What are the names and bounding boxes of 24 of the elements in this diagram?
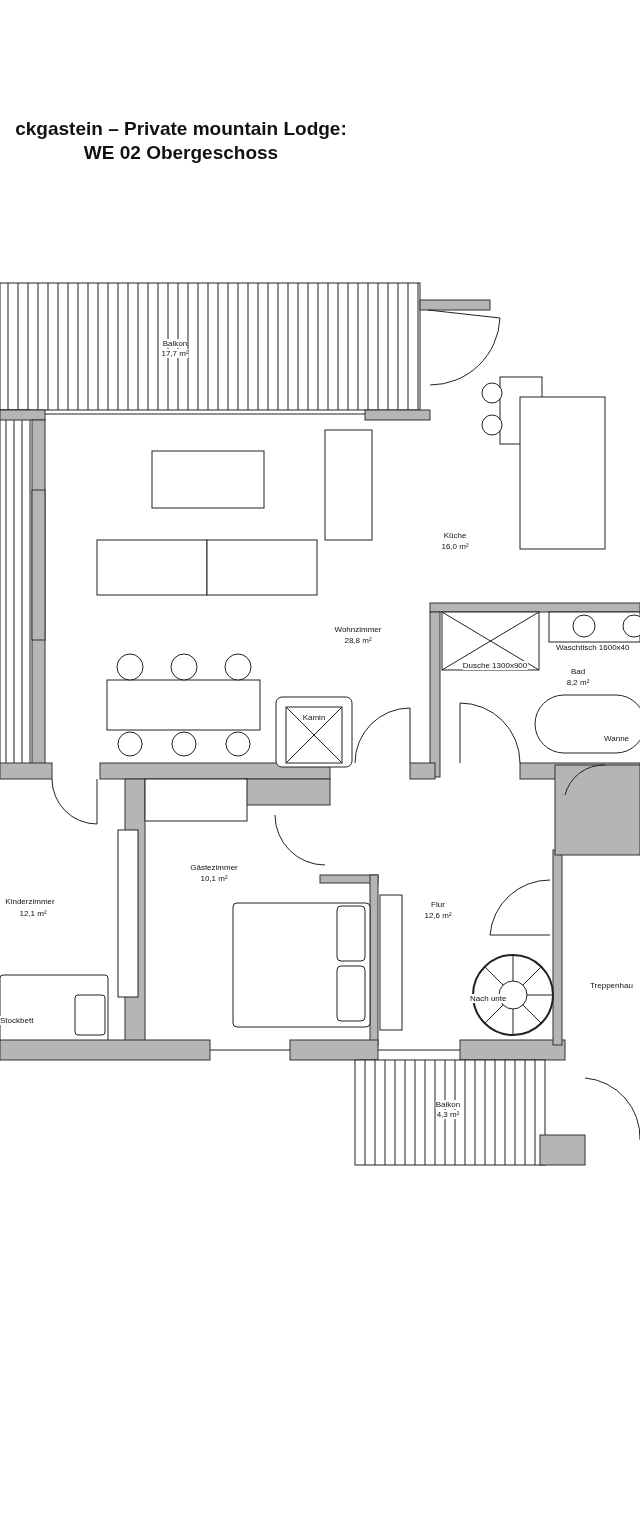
room-name: Bad [570, 667, 586, 676]
room-name: Balkon [162, 339, 188, 348]
area-label: 8,2 m² [566, 678, 590, 687]
room-name: Flur [431, 900, 445, 909]
stair-label: Nach unte [470, 994, 507, 1003]
area-label: 17,7 m² [161, 349, 189, 358]
area-label: 28,8 m² [344, 636, 372, 645]
area-label: 12,1 m² [19, 909, 47, 918]
room-name: Kinderzimmer [5, 897, 55, 906]
fixture-label: Wanne [604, 734, 630, 743]
room-name: Küche [443, 531, 467, 540]
fixture-label: Dusche 1300x900 [462, 661, 528, 670]
plan-title: ckgastein – Private mountain Lodge: WE 02 Obergeschoss [14, 117, 348, 165]
area-label: 16,0 m² [441, 542, 469, 551]
room-name: Treppenhau [590, 981, 633, 990]
room-name: Gästezimmer [190, 863, 238, 872]
area-label: 12,6 m² [424, 911, 452, 920]
area-label: 10,1 m² [200, 874, 228, 883]
room-name: Wohnzimmer [334, 625, 382, 634]
area-label: 4,3 m² [436, 1110, 460, 1119]
fixture-label: Waschtisch 1600x40 [556, 643, 630, 652]
room-name: Balkon [435, 1100, 461, 1109]
furniture-label: Stockbett [0, 1016, 34, 1025]
fixture-label: Kamin [302, 713, 326, 722]
